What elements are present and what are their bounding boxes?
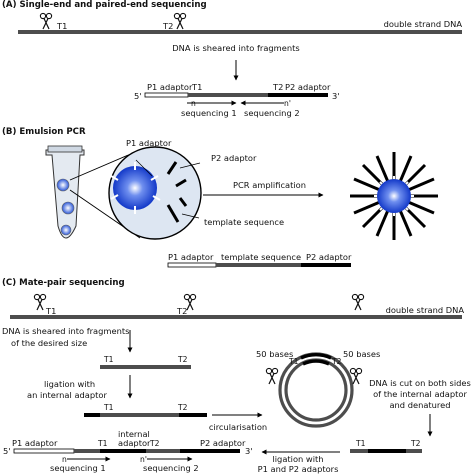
cut-3: and denatured [389,400,450,410]
seq2-label: sequencing 2 [244,108,300,118]
c-sheared-1: DNA is sheared into fragments [2,326,129,336]
bar-template: template sequence [221,252,301,262]
p1-pointer [135,159,153,177]
t2-label: T2 [272,82,283,92]
bar-p1: P1 adaptor [168,252,214,262]
c-seq1-label: sequencing 1 [50,463,106,473]
section-c-header: (C) Mate-pair sequencing [2,278,125,288]
p2-adaptor-label: P2 adaptor [285,82,331,92]
mate-pair-fragment [13,448,240,454]
t1-label: T1 [191,82,202,92]
lig-p-1: ligation with [272,454,323,464]
c-three-prime: 3' [245,446,253,456]
dsdna-c [10,315,462,319]
ligated-fragment [84,413,207,417]
b-p1-adaptor: P1 adaptor [126,138,172,148]
c-p2-adaptor: P2 adaptor [200,438,246,448]
t1-label: T1 [56,21,67,31]
section-b-header: (B) Emulsion PCR [2,127,86,137]
c-five-prime: 5' [3,446,11,456]
circ-t1: T1 [288,357,299,366]
scissors-icon [33,293,47,311]
scissors-icon [351,293,365,311]
c-t2-label: T2 [176,306,187,316]
circularisation-label: circularisation [209,422,267,432]
cut-t2: T2 [410,439,421,448]
cut-1: DNA is cut on both sides [369,378,471,388]
tube-icon [45,145,85,239]
lig-t1: T1 [103,403,114,412]
three-prime: 3' [332,91,340,101]
p1-adaptor-label: P1 adaptor [147,82,193,92]
bases-right: 50 bases [343,349,380,359]
cut-2: of the internal adaptor [373,389,467,399]
five-prime: 5' [134,91,142,101]
p2-pointer [179,162,201,169]
mp-t1: T1 [97,439,108,448]
lig-t2: T2 [177,403,188,412]
cut-t1: T1 [355,439,366,448]
mp-t2: T2 [149,439,160,448]
t2-label: T2 [162,21,173,31]
n-prime-label: n' [284,99,291,108]
section-a-header: (A) Single-end and paired-end sequencing [2,0,207,10]
cut-fragment [350,449,422,453]
internal-1: internal [118,429,150,439]
dsdna-a [18,30,462,34]
sheared-label: DNA is sheared into fragments [172,43,299,53]
b-template: template sequence [204,217,284,227]
frag-t2: T2 [177,355,188,364]
lig-p-2: P1 and P2 adaptors [258,464,339,474]
bases-left: 50 bases [256,349,293,359]
frag-t1: T1 [103,355,114,364]
adaptor-fragment-a [144,92,328,98]
circularised-dna [278,352,354,428]
circ-t2: T2 [331,357,342,366]
scissors-icon [39,12,53,30]
fragment [100,365,191,369]
scissors-icon [265,367,279,385]
amplified-bead [350,152,438,240]
emulsion-droplet [108,146,202,240]
dsdna-label: double strand DNA [384,19,463,29]
internal-2: adaptor [118,438,151,448]
c-n-prime-label: n' [140,455,147,464]
scissors-icon [173,12,187,30]
c-seq2-label: sequencing 2 [143,463,199,473]
c-sheared-2: of the desired size [11,338,87,348]
template-bar [167,262,351,268]
c-dsdna-label: double strand DNA [386,305,465,315]
c-ligation-2: an internal adaptor [27,390,107,400]
c-n-label: n [62,455,67,464]
b-p2-adaptor: P2 adaptor [211,153,257,163]
seq1-label: sequencing 1 [181,108,237,118]
bar-p2: P2 adaptor [306,252,352,262]
bead-icon [56,178,75,236]
c-t1-label: T1 [45,306,56,316]
template-pointer [181,213,200,219]
c-p1-adaptor: P1 adaptor [12,438,58,448]
c-ligation-1: ligation with [44,379,95,389]
pcr-label: PCR amplification [233,180,306,190]
